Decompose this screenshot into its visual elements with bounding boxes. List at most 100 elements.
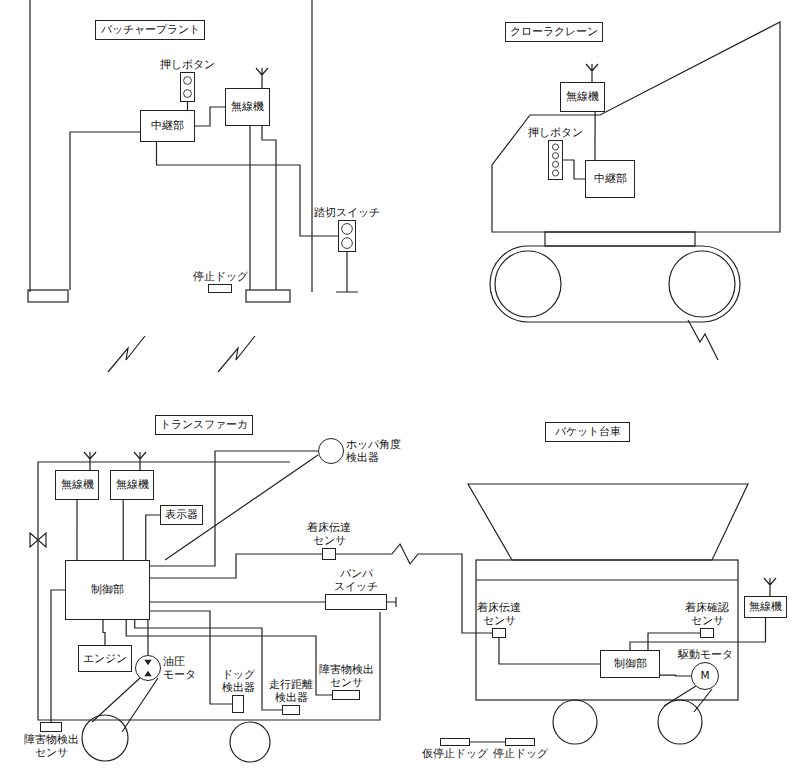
radio-link — [688, 320, 718, 360]
box-label: 無線機 — [566, 90, 599, 103]
push-button: 押しボタン — [548, 140, 563, 180]
lamp — [342, 224, 353, 235]
bucket-car-body — [476, 560, 738, 700]
landing-signal-sensor: 着床伝達 センサ — [322, 548, 336, 560]
antenna — [586, 64, 598, 82]
wire — [150, 601, 325, 602]
radio-unit: 無線機 — [225, 88, 270, 126]
wire — [594, 112, 595, 160]
box-label: 無線機 — [231, 100, 264, 113]
wire — [147, 620, 148, 655]
plant-footing — [246, 290, 290, 302]
plant-frame — [30, 0, 312, 292]
lamp — [552, 161, 558, 167]
crane-turntable — [545, 232, 695, 246]
obstacle-sensor: 障害物検出 センサ — [40, 722, 62, 732]
antenna — [764, 578, 776, 596]
part-label: バンパ スイッチ — [334, 567, 378, 593]
flow-triangle — [144, 660, 151, 677]
dog-detector: ドッグ 検出器 — [232, 695, 244, 713]
panel-title: バケット台車 — [545, 422, 630, 442]
part-label: 着床確認 センサ — [685, 601, 729, 627]
relay-unit: 中継部 — [585, 160, 635, 198]
part-label: 走行距離 検出器 — [269, 678, 313, 704]
lamp — [184, 90, 192, 98]
wire — [123, 500, 124, 560]
box-label: クローラクレーン — [510, 25, 598, 38]
panel-title: バッチャープラント — [95, 20, 205, 40]
radio-unit: 無線機 — [110, 470, 154, 500]
wheel — [553, 700, 597, 744]
lamp — [342, 238, 353, 249]
ground-line — [470, 741, 505, 742]
track-wheel — [495, 251, 561, 317]
radio-link — [108, 336, 145, 372]
wire — [76, 500, 77, 560]
car-frame — [476, 579, 738, 580]
part-label: ドッグ 検出器 — [222, 668, 255, 694]
bumper-plunger — [387, 597, 396, 607]
wire — [660, 675, 691, 677]
valve-symbol — [30, 533, 46, 547]
wire — [499, 638, 600, 664]
drive-belt — [92, 678, 158, 732]
radio-unit: 無線機 — [55, 470, 99, 500]
button-lamps — [339, 221, 355, 251]
part-label: 着床伝達 センサ — [477, 601, 521, 627]
box-label: 中継部 — [594, 172, 627, 185]
stop-dog: 停止ドッグ — [505, 738, 535, 746]
wire — [150, 554, 322, 578]
radio-unit: 無線機 — [744, 596, 787, 618]
motor-symbol — [136, 656, 160, 680]
button-lamps — [549, 141, 562, 179]
box-label: 無線機 — [61, 478, 94, 491]
box-label: 表示器 — [165, 508, 198, 521]
display-unit: 表示器 — [160, 505, 203, 525]
bucket-hopper — [468, 484, 748, 560]
track-wheel — [669, 251, 735, 317]
relay-unit: 中継部 — [140, 110, 195, 142]
landing-signal-sensor: 着床伝達 センサ — [492, 628, 506, 638]
wire — [563, 160, 585, 179]
part-label: 押しボタン — [528, 126, 583, 139]
wire — [195, 107, 225, 126]
box-label: M — [700, 669, 709, 682]
part-label: 押しボタン — [160, 58, 215, 71]
car-frame — [38, 462, 380, 720]
control-unit: 制御部 — [65, 560, 150, 620]
radio-link — [218, 336, 255, 372]
lamp — [184, 77, 192, 85]
box-label: トランスファーカ — [160, 418, 248, 431]
part-label: 油圧 モータ — [163, 655, 196, 681]
hydraulic-motor: 油圧 モータ — [135, 655, 161, 681]
wire — [150, 451, 318, 566]
button-lamps — [181, 73, 194, 101]
wire — [70, 132, 140, 290]
wire — [103, 620, 105, 645]
crossing-switch: 踏切スイッチ — [338, 220, 356, 252]
part-label: 障害物検出 センサ — [24, 733, 79, 759]
obstacle-sensor: 障害物検出 センサ — [332, 690, 360, 700]
wire — [187, 102, 188, 110]
box-label: 制御部 — [614, 657, 647, 670]
lamp — [552, 144, 558, 150]
temporary-stop-dog: 仮停止ドッグ — [440, 738, 470, 746]
part-label: ホッパ角度 検出器 — [346, 438, 401, 464]
box-label: エンジン — [83, 652, 127, 665]
crawler-track — [490, 246, 740, 322]
push-button: 押しボタン — [180, 72, 195, 102]
engine: エンジン — [78, 645, 132, 672]
box-label: 制御部 — [91, 583, 124, 596]
wire — [157, 142, 339, 236]
part-label: 駆動モータ — [678, 648, 733, 661]
control-unit: 制御部 — [600, 650, 660, 678]
drive-motor: 駆動モータM — [691, 662, 719, 690]
wheel — [230, 722, 270, 762]
part-label: 停止ドッグ — [193, 270, 248, 283]
lamp — [552, 170, 558, 176]
antenna — [256, 68, 268, 88]
wire — [146, 515, 160, 560]
plant-footing — [28, 290, 68, 302]
part-label: 停止ドッグ — [493, 747, 548, 760]
